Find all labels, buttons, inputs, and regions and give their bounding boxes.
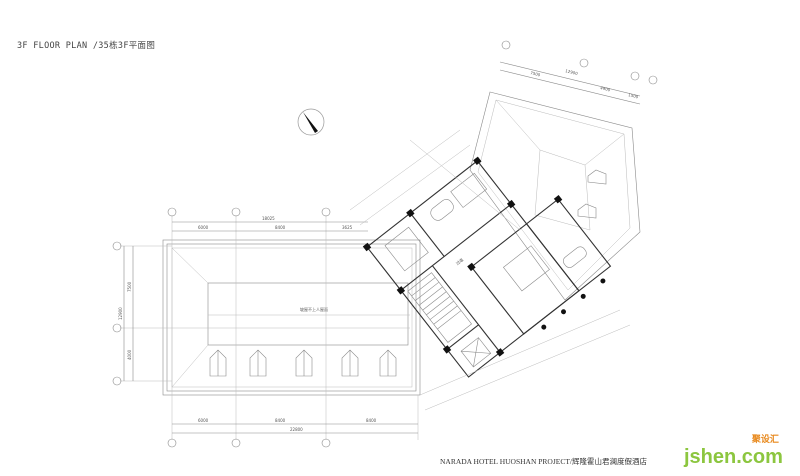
dim-top-seg: 6000 bbox=[198, 225, 209, 230]
dim-right-seg: 7500 bbox=[530, 70, 542, 77]
dim-left-seg: 7500 bbox=[127, 281, 132, 292]
dim-bottom-seg: 8400 bbox=[366, 418, 377, 423]
dim-right-seg: 1500 bbox=[628, 92, 640, 99]
dim-top-total: 18025 bbox=[262, 216, 275, 221]
dimension-bottom-right bbox=[349, 129, 631, 411]
north-arrow-icon bbox=[297, 108, 325, 136]
dim-bottom-total: 22800 bbox=[290, 427, 303, 432]
dim-right-total: 12900 bbox=[565, 68, 579, 76]
dim-right-seg: 4900 bbox=[600, 85, 612, 92]
dim-bottom-seg: 6000 bbox=[198, 418, 209, 423]
dimension-bottom: 6000 8400 8400 22800 bbox=[172, 418, 418, 434]
dim-left-total: 12900 bbox=[118, 307, 123, 320]
watermark-text: jshen.com bbox=[684, 446, 783, 468]
right-wing-roof: 12900 7500 4900 1500 bbox=[469, 40, 658, 301]
columns bbox=[362, 156, 606, 357]
left-wing-roof: 坡屋不上人屋面 bbox=[162, 239, 421, 396]
project-footer: NARADA HOTEL HUOSHAN PROJECT/辉隆霍山君澜度假酒店 bbox=[440, 457, 648, 466]
dimension-left: 12900 7500 4000 bbox=[118, 246, 134, 381]
roof-label: 坡屋不上人屋面 bbox=[300, 306, 328, 312]
drawing-title: 3F FLOOR PLAN /35栋3F平面图 bbox=[17, 41, 156, 51]
dim-top-seg: 3625 bbox=[342, 225, 353, 230]
dim-bottom-seg: 8400 bbox=[275, 418, 286, 423]
dim-left-seg: 4000 bbox=[127, 349, 132, 360]
stair bbox=[407, 272, 472, 343]
central-building: 过道 bbox=[362, 156, 612, 378]
watermark-logo: 聚设汇 jshen.com bbox=[684, 434, 783, 468]
dimension-top: 18025 6000 8400 3625 bbox=[172, 216, 368, 232]
dormer-windows bbox=[209, 349, 397, 377]
grid-lines-left bbox=[112, 207, 419, 448]
dim-top-seg: 8400 bbox=[275, 225, 286, 230]
watermark-cn: 聚设汇 bbox=[751, 434, 779, 444]
hall-label: 过道 bbox=[454, 256, 464, 266]
